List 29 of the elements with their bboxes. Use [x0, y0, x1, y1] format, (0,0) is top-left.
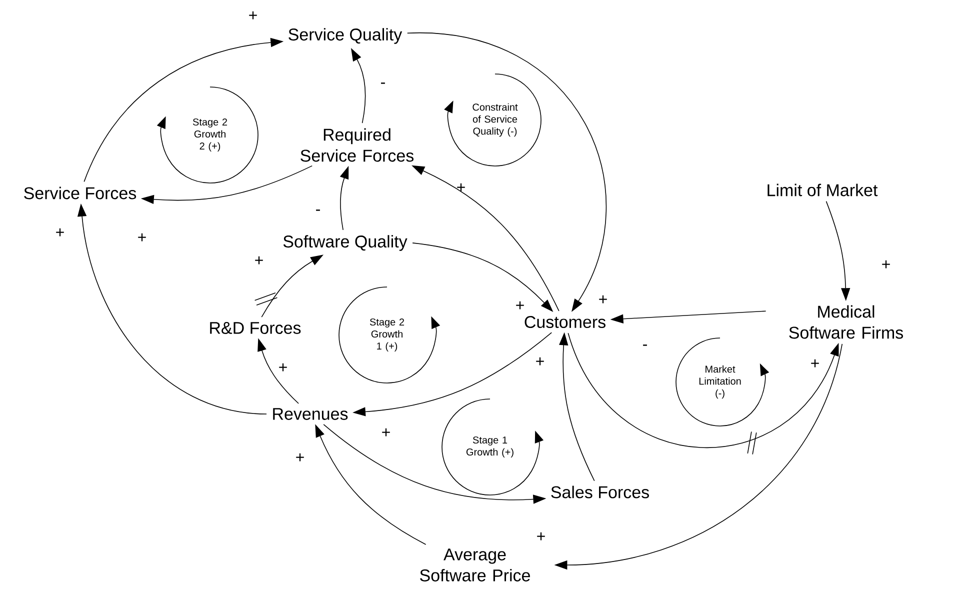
polarity-sign: + [599, 295, 607, 304]
polarity-sign: - [316, 210, 320, 211]
variable-label: Revenues [273, 408, 348, 420]
polarity-sign: + [296, 453, 304, 462]
polarity-sign: - [643, 344, 647, 346]
polarity-sign: + [249, 11, 257, 20]
variable-label: Average Software Price [420, 548, 530, 582]
polarity-sign: + [279, 363, 287, 372]
variable-label: Required Service Forces [300, 128, 414, 162]
variable-label: Software Quality [283, 235, 408, 251]
variable-label: Service Quality [288, 28, 402, 44]
polarity-sign: + [457, 183, 465, 192]
arrow [568, 332, 839, 448]
polarity-sign: + [537, 532, 545, 540]
variable-label: Medical Software Firms [789, 305, 903, 339]
polarity-sign: + [138, 233, 146, 242]
polarity-sign: + [882, 260, 890, 268]
variable-label: Limit of Market [768, 184, 878, 196]
polarity-sign: + [382, 428, 390, 436]
polarity-sign: + [255, 256, 263, 264]
variable-label: R&D Forces [210, 322, 301, 334]
variable-label: Service Forces [24, 186, 136, 200]
polarity-sign: + [536, 357, 544, 366]
polarity-sign: + [56, 228, 64, 236]
polarity-sign: + [811, 359, 819, 368]
polarity-sign: - [381, 82, 385, 84]
variable-label: Customers [524, 316, 606, 328]
polarity-sign: + [516, 301, 524, 310]
variable-label: Sales Forces [551, 486, 649, 498]
